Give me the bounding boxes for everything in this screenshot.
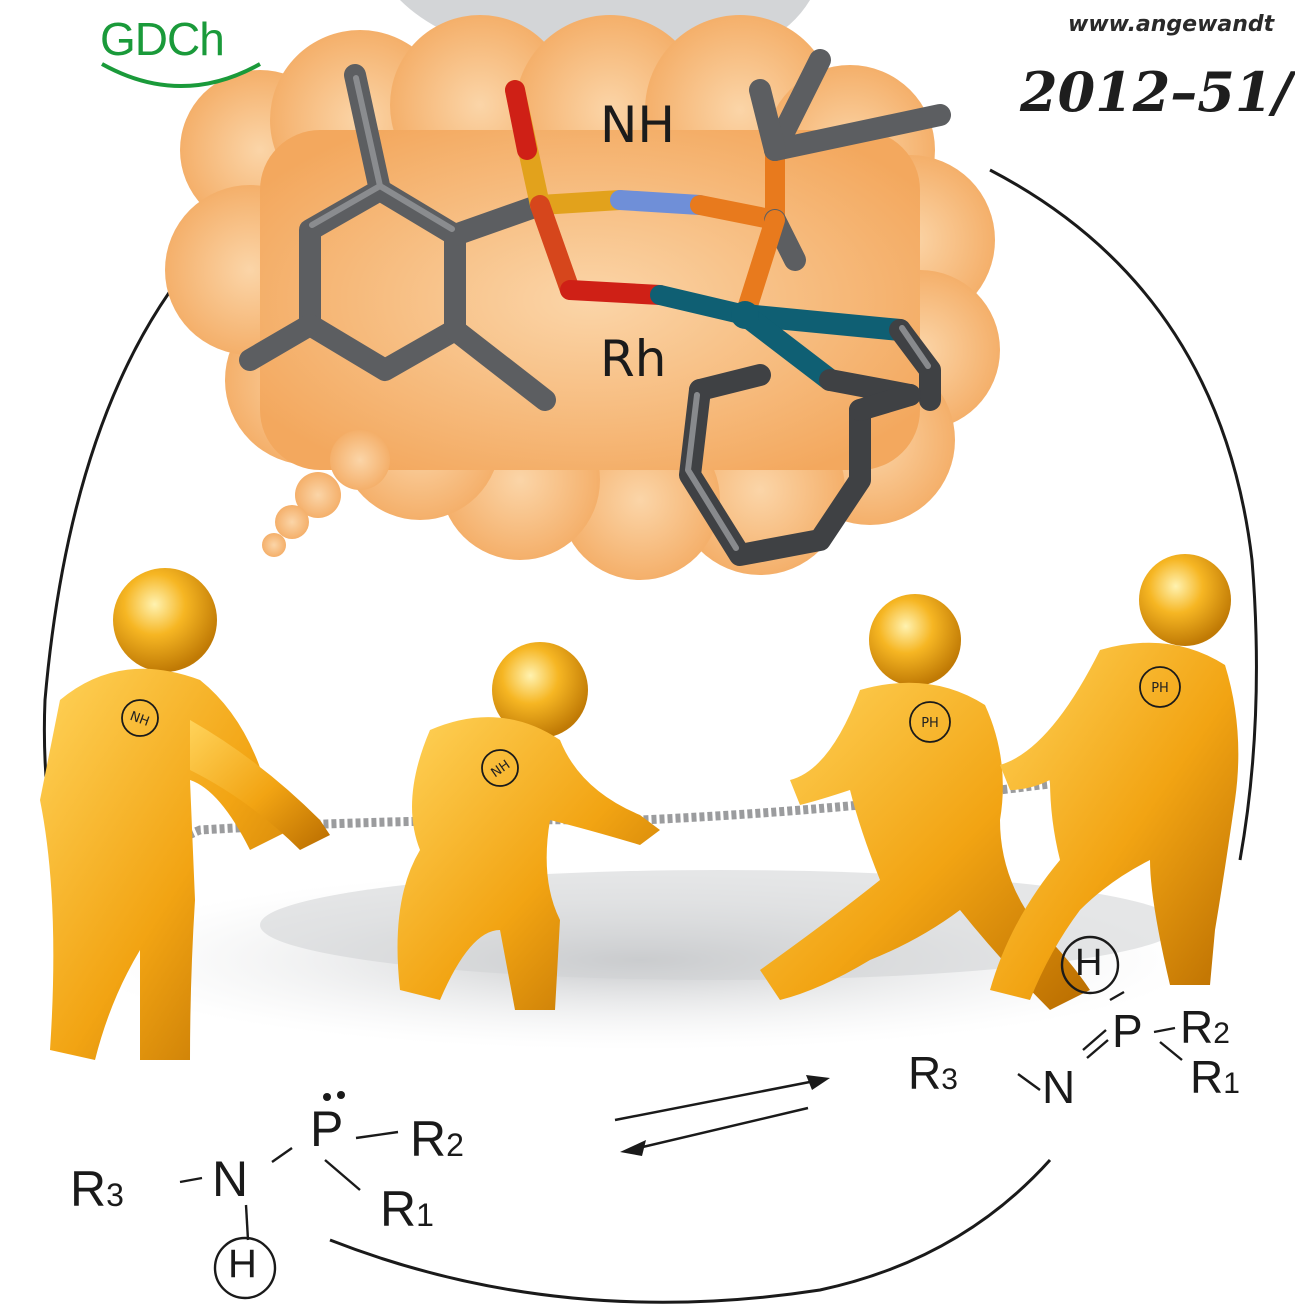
badge-ph: PH [1151, 681, 1169, 696]
formula-bonds [179, 990, 1183, 1241]
logo-text: GDCh [100, 13, 225, 65]
logo-swoosh [101, 62, 261, 88]
issue-number: 2012–51/ [1020, 60, 1293, 124]
circle-arc-right [989, 168, 1258, 861]
badge-nh: NH [128, 709, 151, 730]
atom-label-rh: Rh [600, 330, 667, 388]
lone-pair [323, 1091, 345, 1101]
figure-ph-2: PH [990, 554, 1239, 1000]
molecule-model [239, 49, 951, 566]
figure-nh-1: NH [40, 568, 330, 1060]
thought-bubble [330, 430, 390, 490]
journal-url: www.angewandt [1068, 12, 1275, 37]
badge-ph: PH [921, 716, 939, 731]
figure-ph-1: PH [760, 594, 1090, 1010]
equilibrium-arrows [614, 1075, 830, 1156]
thought-bubble [275, 505, 309, 539]
thought-bubble [295, 472, 341, 518]
formula-h-circles [213, 935, 1120, 1300]
atom-label-nh: NH [600, 96, 675, 154]
gdch-logo: GDCh [96, 8, 266, 88]
figure-nh-2: NH [397, 642, 660, 1010]
thought-bubble [262, 533, 286, 557]
circle-arc-bottom [329, 1158, 1052, 1304]
